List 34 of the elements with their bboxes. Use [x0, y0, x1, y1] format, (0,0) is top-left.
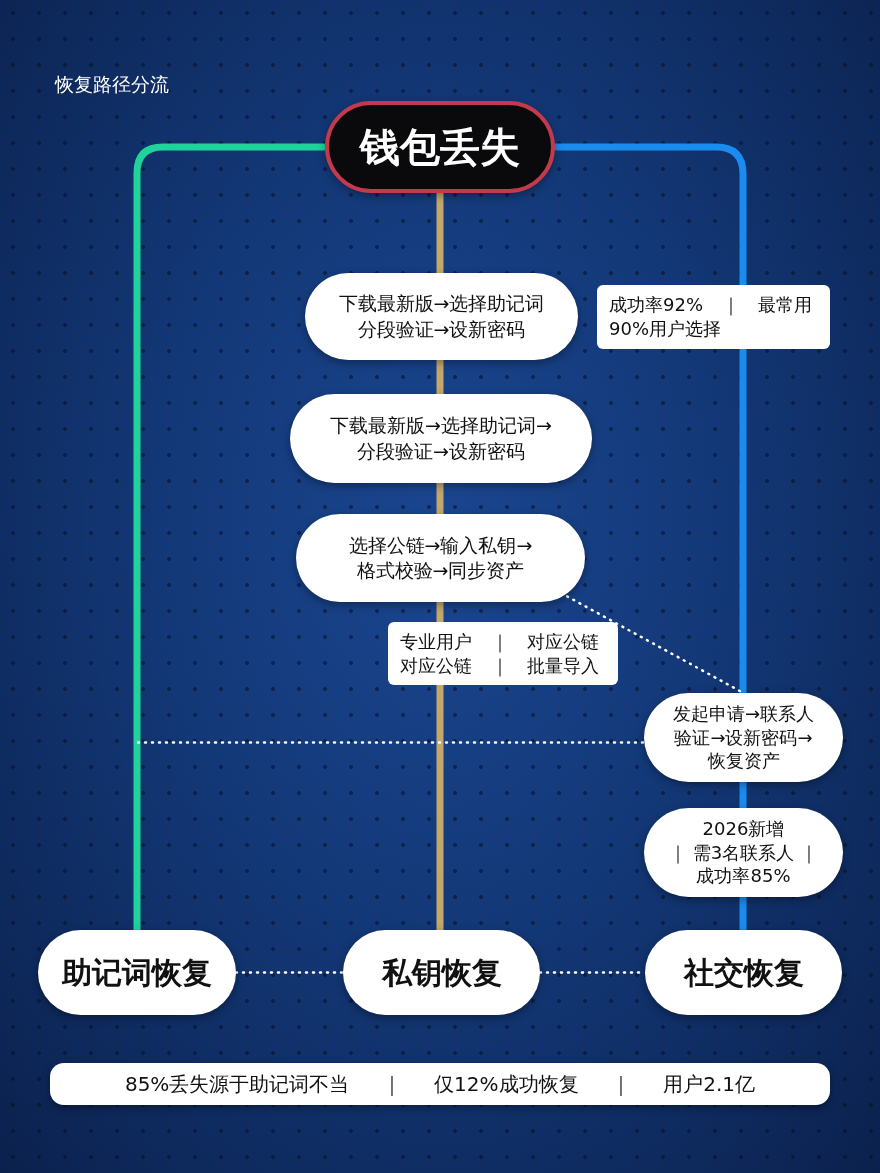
node-text: 专业用户 ｜ 对应公链对应公链 ｜ 批量导入: [400, 629, 601, 678]
node-title: 钱包丢失: [360, 122, 520, 172]
node-text: 选择公链→输入私钥→格式校验→同步资产: [347, 532, 534, 583]
method-pill: [645, 930, 842, 1015]
info-box: [388, 622, 618, 685]
process-pill: [644, 693, 843, 782]
node-text: 2026新增: [702, 816, 785, 841]
info-box: [597, 285, 830, 349]
node-text: 发起申请→联系人验证→设新密码→恢复资产: [671, 701, 816, 774]
node-text: 成功率85%: [696, 864, 791, 889]
node-text: 85%丢失源于助记词不当 ｜ 仅12%成功恢复 ｜ 用户2.1亿: [124, 1070, 756, 1098]
node-text: ｜ 需3名联系人 ｜: [669, 840, 818, 865]
process-pill: [305, 273, 578, 360]
node-title: 私钥恢复: [381, 953, 502, 992]
method-pill: [343, 930, 540, 1015]
info-pill: [644, 808, 843, 897]
connector-line: [555, 143, 747, 285]
dotted-connector: [234, 971, 345, 974]
node-text: 成功率92% ｜ 最常用90%用户选择: [609, 293, 814, 341]
start-node: [325, 101, 555, 193]
connector-line: [436, 360, 444, 394]
method-pill: [38, 930, 236, 1015]
title-text: 恢复路径分流: [55, 72, 169, 97]
node-text: 下载最新版→选择助记词→分段验证→设新密码: [329, 413, 553, 464]
process-pill: [290, 394, 592, 483]
node-title: 社交恢复: [683, 953, 804, 992]
connector-line: [436, 602, 444, 622]
dotted-connector: [136, 741, 646, 744]
process-pill: [296, 514, 585, 602]
connector-line: [739, 782, 747, 808]
summary-banner: [50, 1063, 830, 1105]
connector-line: [436, 483, 444, 514]
node-text: 下载最新版→选择助记词分段验证→设新密码: [337, 291, 546, 342]
node-title: 助记词恢复: [62, 953, 212, 992]
